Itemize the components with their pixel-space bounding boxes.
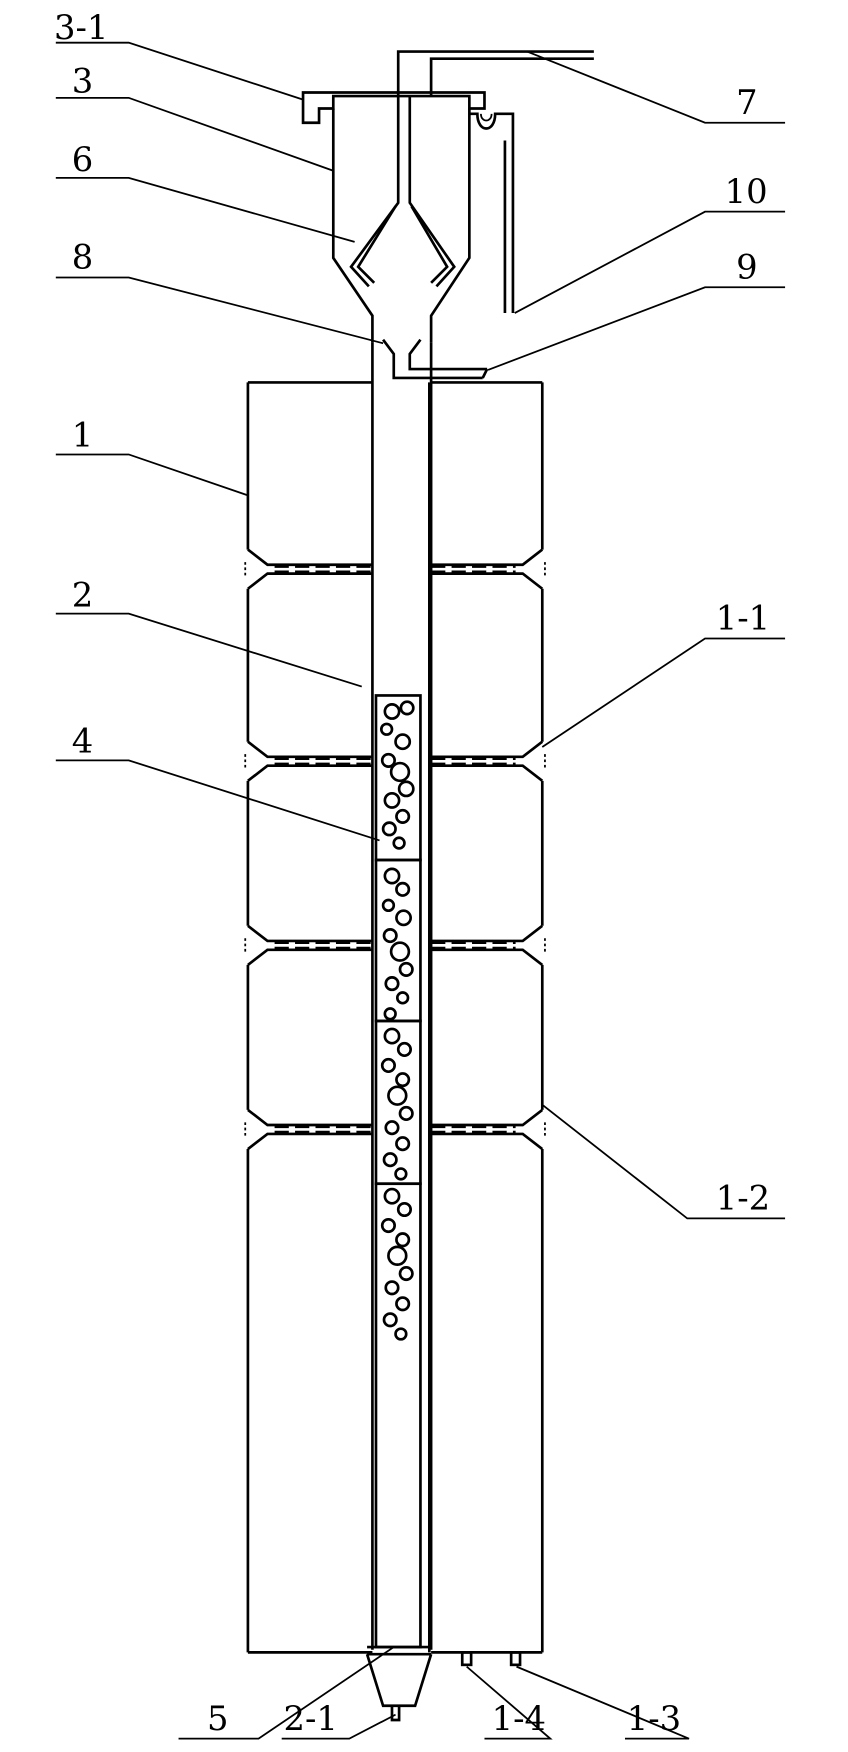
catalyst-particle	[382, 1152, 398, 1168]
funnel-and-channel	[382, 338, 489, 380]
catalyst-particle	[389, 941, 411, 962]
catalyst-particle	[381, 898, 396, 913]
catalyst-particle	[379, 722, 394, 736]
catalyst-particle	[383, 703, 401, 720]
catalyst-bed	[374, 694, 422, 1649]
reactor-segments	[244, 381, 546, 1654]
catalyst-particle	[394, 1167, 408, 1181]
catalyst-particle	[395, 991, 410, 1005]
label-7: 7	[736, 83, 758, 122]
label-5: 5	[207, 1699, 229, 1738]
leader-lines	[55, 41, 786, 1740]
catalyst-particle	[380, 1057, 396, 1073]
label-4: 4	[72, 721, 94, 760]
catalyst-particle	[395, 1136, 411, 1152]
top-flange	[301, 91, 486, 125]
catalyst-particle	[394, 1327, 408, 1341]
catalyst-particle	[398, 961, 414, 977]
catalyst-particle	[396, 1041, 412, 1057]
catalyst-particle	[383, 791, 401, 809]
label-3: 3	[72, 61, 94, 100]
label-1-1: 1-1	[716, 599, 770, 638]
catalyst-particle	[383, 867, 401, 885]
catalyst-particle	[387, 1085, 408, 1106]
label-6: 6	[72, 140, 94, 179]
separator-housing	[331, 108, 471, 1650]
label-1-4: 1-4	[492, 1699, 546, 1738]
bottom-cone	[365, 1645, 433, 1722]
label-10: 10	[725, 172, 768, 211]
catalyst-particle	[396, 1201, 412, 1218]
catalyst-particle	[383, 1187, 401, 1205]
catalyst-particle	[384, 976, 400, 992]
catalyst-particle	[380, 752, 396, 768]
label-1-3: 1-3	[627, 1699, 681, 1738]
label-8: 8	[72, 238, 94, 277]
catalyst-particle	[395, 1072, 411, 1088]
label-3-1: 3-1	[54, 8, 108, 47]
label-1: 1	[72, 415, 94, 454]
catalyst-particle	[399, 700, 415, 716]
catalyst-particle	[395, 1232, 411, 1248]
catalyst-particle	[384, 1280, 400, 1296]
catalyst-particle	[392, 836, 406, 850]
label-9: 9	[736, 247, 758, 286]
inner-cone	[349, 96, 456, 288]
catalyst-particle	[397, 780, 415, 798]
catalyst-particle	[395, 808, 411, 824]
catalyst-particle	[395, 909, 412, 927]
catalyst-particle	[398, 1265, 414, 1282]
catalyst-particle	[394, 733, 412, 751]
label-2: 2	[72, 576, 94, 615]
label-1-2: 1-2	[716, 1179, 770, 1218]
bottom-ports	[460, 1651, 522, 1667]
label-2-1: 2-1	[283, 1699, 337, 1738]
labels: 3-1 3 6 8 1 2 4 7 10 9 1-1 1-2 5 2-1 1-4…	[54, 8, 770, 1738]
catalyst-particle	[389, 761, 411, 783]
catalyst-particle	[382, 928, 398, 944]
side-pipe	[469, 112, 515, 314]
catalyst-particle	[382, 1312, 398, 1328]
catalyst-particle	[381, 821, 397, 837]
catalyst-particle	[398, 1105, 414, 1122]
catalyst-particle	[387, 1245, 408, 1266]
catalyst-particle	[384, 1120, 400, 1136]
outlet-pipe	[396, 50, 594, 97]
catalyst-particle	[383, 1027, 401, 1045]
catalyst-particle	[380, 1217, 396, 1234]
catalyst-particle	[395, 1296, 411, 1312]
catalyst-particle	[383, 1007, 397, 1021]
catalyst-particle	[395, 881, 411, 897]
